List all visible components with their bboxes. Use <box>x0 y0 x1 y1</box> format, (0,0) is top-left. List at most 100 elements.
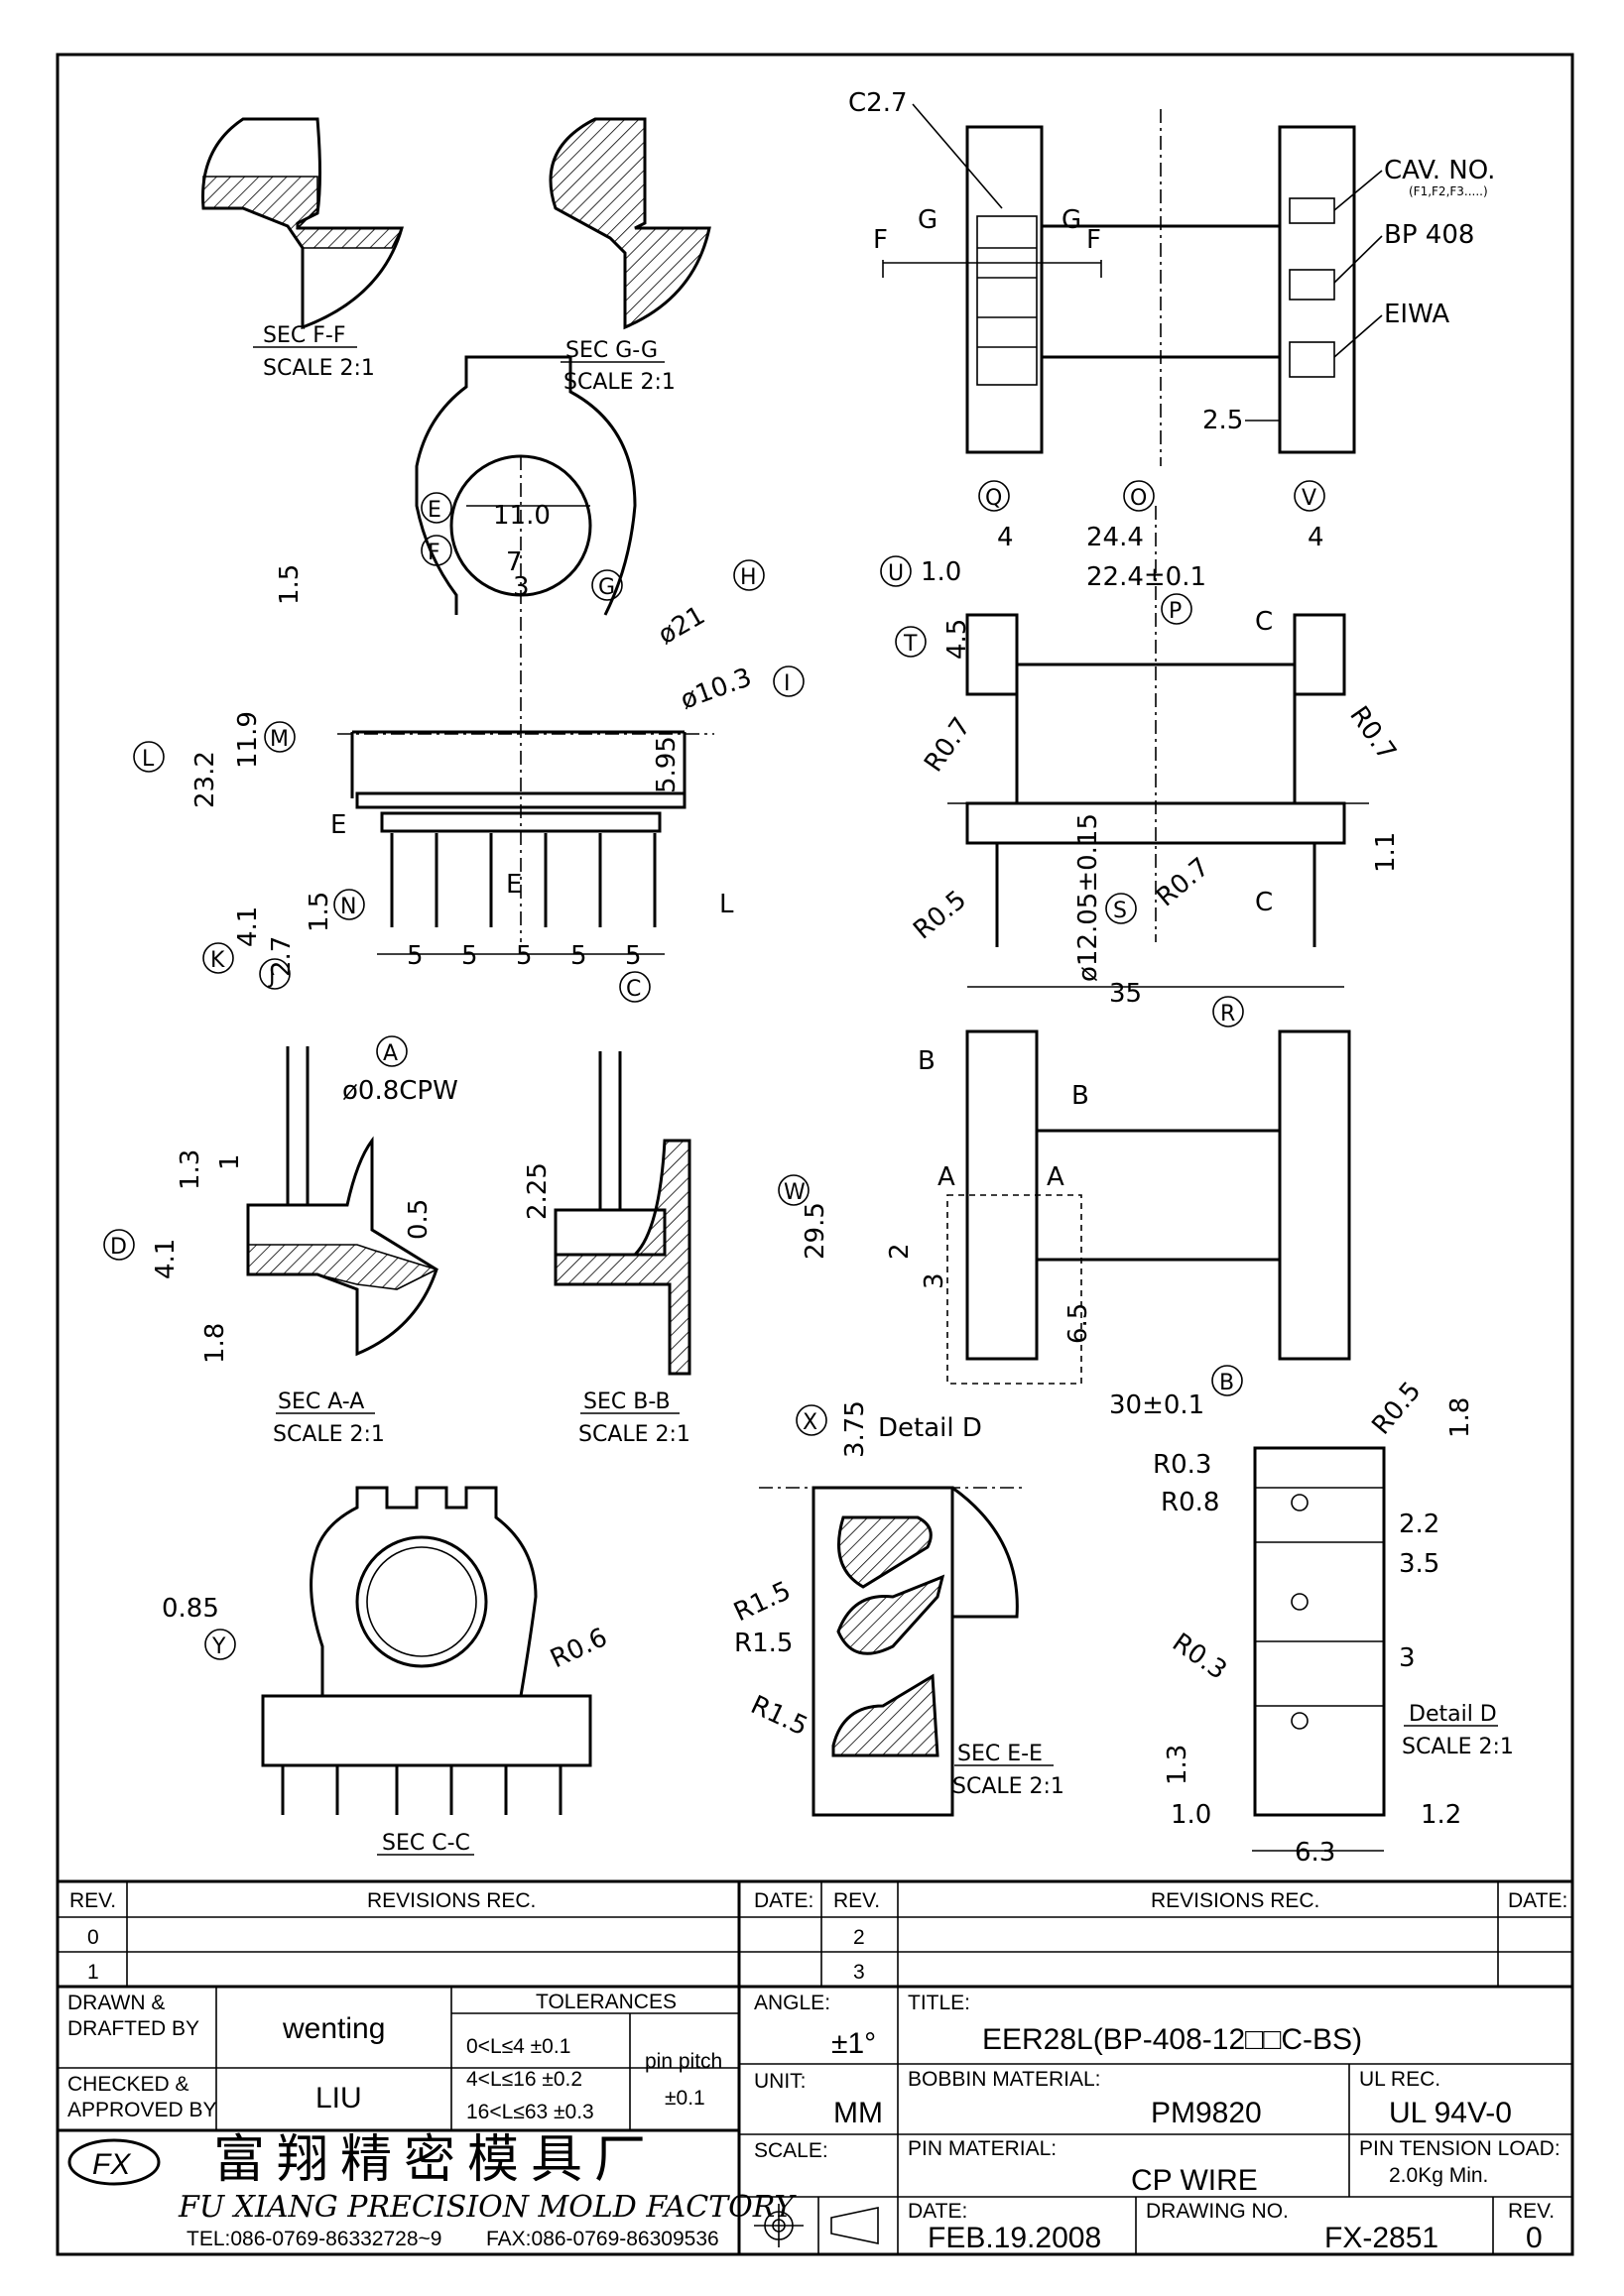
dim-phi0-8cpw: ø0.8CPW <box>342 1076 458 1106</box>
dim-1-8: 1.8 <box>200 1323 230 1364</box>
bp408-label: BP 408 <box>1384 220 1474 250</box>
rev-row-1: 1 <box>87 1961 99 1984</box>
detail-d: R0.3 R0.8 R0.5 1.8 2.2 3.5 3 R0.3 1.3 1.… <box>1153 1377 1514 1868</box>
dim-2-25: 2.25 <box>523 1162 553 1220</box>
date-header-right: DATE: <box>1508 1889 1567 1912</box>
svg-text:G: G <box>598 575 615 600</box>
detail-d-title: Detail D <box>1409 1702 1497 1727</box>
dim-3-75: 3.75 <box>840 1400 870 1458</box>
pitch-3: 5 <box>516 941 533 971</box>
r1-5-c: R1.5 <box>746 1690 812 1742</box>
dim-29-5: 29.5 <box>801 1202 830 1260</box>
mark-e: E <box>330 810 346 840</box>
pitch-1: 5 <box>407 941 424 971</box>
company-fax: FAX:086-0769-86309536 <box>486 2228 719 2250</box>
dim-1: 1 <box>215 1153 245 1170</box>
mark-c-top: C <box>1255 607 1273 637</box>
dim-phi10-3: ø10.3 <box>677 663 756 715</box>
r0-7-right: R0.7 <box>1343 701 1402 767</box>
dim-1-5-bottom: 1.5 <box>305 892 334 932</box>
svg-text:E: E <box>428 498 441 523</box>
mark-l: L <box>719 890 734 919</box>
dim-4-5: 4.5 <box>942 619 972 660</box>
bobbin-value: PM9820 <box>1151 2097 1262 2129</box>
dim-1-0: 1.0 <box>921 557 961 587</box>
front-view: 11.0 7 3 1.5 ø21 ø10.3 23.2 11.9 5.95 E … <box>133 355 805 1003</box>
svg-text:M: M <box>270 727 289 752</box>
dim-1-3-detail: 1.3 <box>1163 1745 1192 1785</box>
pin-pitch-value: ±0.1 <box>665 2087 705 2110</box>
date-header-left: DATE: <box>754 1889 813 1912</box>
svg-text:Q: Q <box>985 486 1002 511</box>
side-balloons: Q O V U T P S R <box>880 480 1325 1027</box>
r0-5: R0.5 <box>908 885 972 945</box>
company-name-cn: 富翔精密模具厂 <box>213 2130 658 2190</box>
company-tel: TEL:086-0769-86332728~9 <box>187 2228 441 2250</box>
dim-2: 2 <box>885 1243 915 1260</box>
title-block: REV. REVISIONS REC. DATE: REV. REVISIONS… <box>58 1879 1572 2254</box>
dim-3-detail: 3 <box>1399 1643 1416 1673</box>
svg-text:F: F <box>428 541 440 565</box>
dim-phi21: ø21 <box>654 601 710 651</box>
svg-text:J: J <box>267 964 276 989</box>
section-bb: SEC B-B SCALE 2:1 2.25 <box>523 1051 691 1447</box>
dim-phi12-05: ø12.05±0.15 <box>1073 813 1103 982</box>
dim-1-5-top: 1.5 <box>275 564 305 605</box>
mark-a-left: A <box>937 1162 955 1192</box>
bobbin-label: BOBBIN MATERIAL: <box>908 2068 1101 2091</box>
angle-value: ±1° <box>831 2027 876 2060</box>
sec-ee-title: SEC E-E <box>957 1742 1043 1766</box>
svg-text:T: T <box>903 632 918 657</box>
pitch-5: 5 <box>625 941 642 971</box>
rev-row-2: 2 <box>853 1926 865 1949</box>
svg-text:K: K <box>210 948 225 973</box>
r0-7-bottom: R0.7 <box>1151 852 1215 912</box>
r0-3-b: R0.3 <box>1167 1628 1232 1686</box>
dim-23-2: 23.2 <box>190 751 220 808</box>
c27-label: C2.7 <box>848 88 908 118</box>
revisions-header-left: REVISIONS REC. <box>367 1889 536 1912</box>
cav-no-label: CAV. NO. <box>1384 156 1495 185</box>
dim-1-1: 1.1 <box>1371 832 1401 873</box>
dim-4-1-aa: 4.1 <box>151 1239 181 1279</box>
detail-d-label: Detail D <box>878 1413 982 1443</box>
svg-text:I: I <box>784 671 791 696</box>
pitch-4: 5 <box>570 941 587 971</box>
revisions-header-right: REVISIONS REC. <box>1151 1889 1319 1912</box>
svg-text:C: C <box>626 977 641 1002</box>
projection-symbol-icon <box>754 2204 879 2247</box>
dim-1-8-detail: 1.8 <box>1445 1397 1475 1438</box>
sec-gg-title: SEC G-G <box>565 338 658 363</box>
section-cc: SEC C-C 0.85 Y R0.6 <box>162 1486 612 1856</box>
dim-2-5: 2.5 <box>1202 406 1243 435</box>
svg-text:R: R <box>1220 1002 1235 1027</box>
drawing-no-value: FX-2851 <box>1324 2222 1438 2254</box>
sec-ff-title: SEC F-F <box>263 323 345 348</box>
section-ff: SEC F-F SCALE 2:1 <box>201 117 404 381</box>
rev-value-bottom: 0 <box>1526 2222 1543 2254</box>
tolerance-1: 0<L≤4 ±0.1 <box>466 2035 570 2058</box>
scale-label: SCALE: <box>754 2139 828 2162</box>
sec-bb-title: SEC B-B <box>583 1390 671 1414</box>
mark-c-bottom: C <box>1255 888 1273 917</box>
dim-22-4: 22.4±0.1 <box>1086 562 1206 592</box>
svg-text:H: H <box>740 565 757 590</box>
balloon-x: X <box>803 1410 817 1435</box>
dim-4-left: 4 <box>997 523 1014 552</box>
dim-30: 30±0.1 <box>1109 1390 1204 1420</box>
r0-5-detail: R0.5 <box>1366 1377 1427 1441</box>
logo-text: FX <box>92 2148 131 2181</box>
r1-5-a: R1.5 <box>729 1576 796 1628</box>
rev-label-bottom: REV. <box>1508 2200 1555 2223</box>
sheet-border <box>56 53 1574 2256</box>
tolerance-3: 16<L≤63 ±0.3 <box>466 2101 594 2123</box>
dim-1-0-detail: 1.0 <box>1171 1800 1211 1830</box>
dim-6-3: 6.3 <box>1295 1838 1335 1868</box>
sec-gg-scale: SCALE 2:1 <box>563 370 676 395</box>
svg-text:O: O <box>1130 486 1147 511</box>
dim-4-1: 4.1 <box>233 906 263 947</box>
drawn-value: wenting <box>282 2012 385 2045</box>
date-label: DATE: <box>908 2200 967 2223</box>
side-view: Q O V U T P S R 4 4 24.4 22.4±0.1 1.0 4.… <box>880 480 1402 1027</box>
